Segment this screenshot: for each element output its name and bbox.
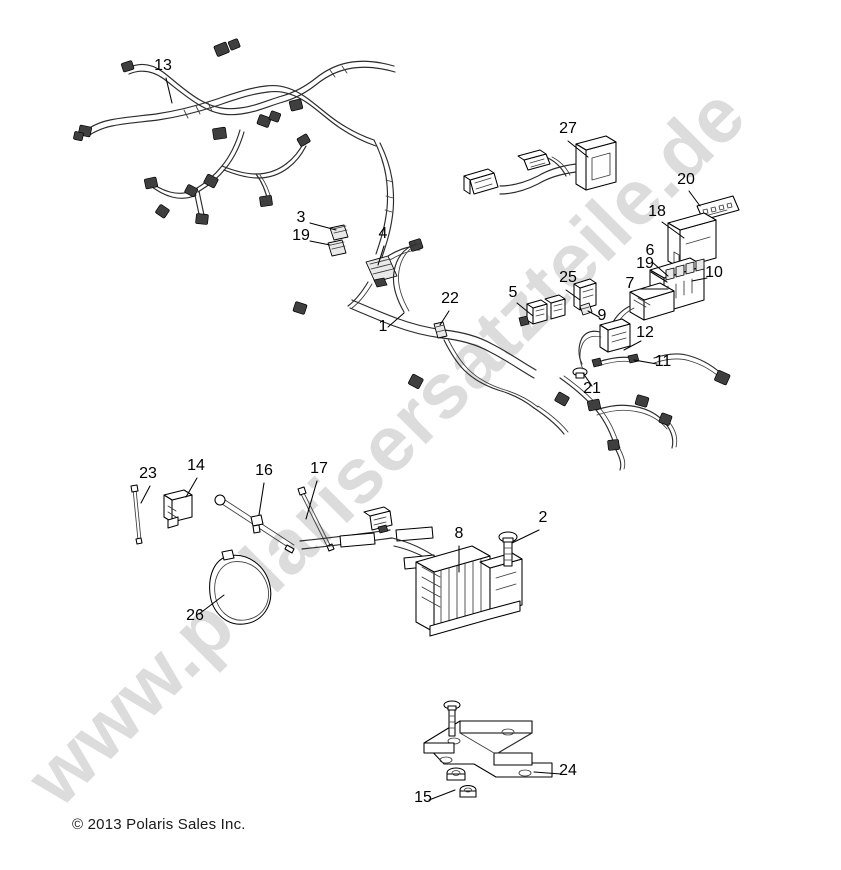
part-fuse-label-decal — [696, 195, 740, 221]
regulator-fins — [421, 558, 482, 629]
part-harness-junction — [347, 238, 424, 309]
leader-line — [582, 372, 593, 387]
leader-line — [533, 771, 562, 775]
leader-line — [185, 477, 198, 498]
leader-line — [439, 310, 450, 326]
callout-connector-clip[interactable]: 3 — [297, 209, 306, 226]
leader-line — [567, 140, 589, 158]
part-harness-clip-left — [327, 239, 347, 257]
leader-line — [387, 312, 405, 328]
leader-line — [511, 529, 540, 544]
leader-line — [198, 594, 225, 615]
callout-front-harness[interactable]: 13 — [154, 57, 172, 74]
leader-line — [633, 359, 658, 365]
part-main-wire-harness — [349, 242, 539, 409]
leader-line — [140, 485, 151, 504]
leader-lines — [140, 77, 708, 801]
leader-line — [516, 302, 534, 317]
callout-push-rivet[interactable]: 21 — [583, 380, 601, 397]
callout-cable-tie-long[interactable]: 23 — [139, 465, 157, 482]
connector-end — [73, 38, 311, 315]
callout-cable-clamp[interactable]: 14 — [187, 457, 205, 474]
leader-line — [651, 261, 669, 277]
callout-retainer-clip[interactable]: 9 — [598, 307, 607, 324]
callout-harness-clip-branch[interactable]: 22 — [441, 290, 459, 307]
callout-flange-nut[interactable]: 15 — [414, 789, 432, 806]
leader-line — [309, 240, 331, 246]
callout-cable-tie[interactable]: 17 — [310, 460, 328, 477]
copyright-notice: © 2013 Polaris Sales Inc. — [72, 816, 246, 833]
callout-cable-tie-mount[interactable]: 16 — [255, 462, 273, 479]
harness-wrap — [183, 65, 394, 213]
leader-line — [565, 289, 581, 301]
callout-diode-module[interactable]: 25 — [559, 269, 577, 286]
callout-mounting-bolt[interactable]: 2 — [539, 509, 548, 526]
leader-line — [305, 480, 318, 520]
callout-harness-clip[interactable]: 19 — [636, 255, 654, 272]
part-cable-tie-mount — [214, 494, 295, 554]
part-mounting-bolt — [498, 531, 518, 567]
leader-line — [377, 245, 385, 266]
callout-fuse-block-housing[interactable]: 7 — [626, 275, 635, 292]
callout-relay-block[interactable]: 5 — [509, 284, 518, 301]
callout-ground-lead[interactable]: 11 — [655, 353, 672, 370]
part-diode-module — [573, 278, 597, 311]
callout-fuse-label-decal[interactable]: 20 — [677, 171, 695, 188]
part-rear-harness — [533, 353, 731, 471]
callout-rubber-strap[interactable]: 26 — [186, 607, 204, 624]
part-mounting-bracket — [423, 700, 553, 778]
leader-line — [661, 221, 685, 239]
callout-fuse[interactable]: 6 — [646, 242, 655, 259]
callout-harness-clip[interactable]: 19 — [292, 227, 310, 244]
leader-line — [691, 277, 708, 282]
part-harness-clip-branch — [433, 321, 448, 339]
part-cable-tie — [297, 486, 335, 552]
part-relay — [578, 318, 631, 370]
callout-relay-module[interactable]: 18 — [648, 203, 666, 220]
callout-voltage-regulator[interactable]: 8 — [455, 525, 464, 542]
part-cable-clamp — [163, 489, 193, 529]
leader-line — [623, 340, 642, 351]
leader-line — [165, 77, 173, 104]
part-relay-block — [518, 294, 566, 327]
callout-harness-junction[interactable]: 4 — [379, 225, 388, 242]
leader-line — [650, 271, 668, 283]
leader-line — [309, 222, 337, 231]
callout-accessory-connector[interactable]: 27 — [559, 120, 577, 137]
leader-line — [428, 789, 456, 801]
part-flange-nut — [446, 767, 477, 798]
callout-main-wire-harness[interactable]: 1 — [379, 318, 388, 335]
part-relay-module — [667, 212, 717, 269]
part-voltage-regulator — [299, 506, 523, 637]
part-ground-lead — [591, 353, 640, 368]
part-rubber-strap — [209, 549, 272, 625]
callout-mounting-bracket[interactable]: 24 — [559, 762, 577, 779]
leader-line — [688, 190, 701, 207]
leader-line — [258, 482, 265, 516]
part-fuse-block — [611, 257, 705, 327]
callout-relay[interactable]: 12 — [636, 324, 654, 341]
part-cable-tie-long — [130, 484, 143, 545]
part-connector-clip — [329, 224, 349, 241]
part-fuse — [665, 258, 705, 281]
leader-line — [587, 310, 600, 318]
part-accessory-connector — [463, 135, 617, 195]
part-front-harness — [73, 38, 396, 315]
callout-fuse-block-cover[interactable]: 10 — [705, 264, 723, 281]
regulator-connector — [363, 506, 393, 534]
